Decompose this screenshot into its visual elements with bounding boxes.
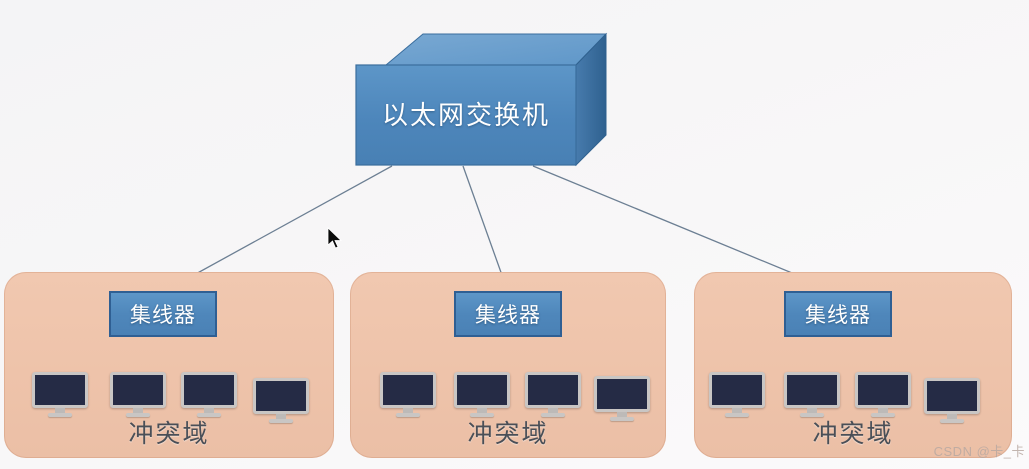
collision-domain-3-label: 冲突域 — [812, 420, 894, 448]
monitor-screen — [924, 378, 980, 414]
csdn-watermark: CSDN @卡_卡 — [933, 444, 1025, 459]
monitor-screen — [855, 372, 911, 408]
computer-icon-2-2[interactable] — [454, 372, 510, 420]
hub-node-3[interactable]: 集线器 — [784, 291, 892, 337]
collision-domain-1-label: 冲突域 — [128, 420, 210, 448]
monitor-screen — [110, 372, 166, 408]
switch-front-face — [355, 64, 577, 166]
ethernet-switch-node[interactable] — [348, 28, 614, 173]
monitor-base — [940, 419, 964, 423]
hub-node-2[interactable]: 集线器 — [454, 291, 562, 337]
monitor-neck — [403, 408, 413, 413]
monitor-screen — [454, 372, 510, 408]
mouse-cursor-icon — [327, 227, 342, 249]
monitor-base — [725, 413, 749, 417]
computer-icon-2-4[interactable] — [594, 376, 650, 424]
monitor-neck — [807, 408, 817, 413]
monitor-neck — [204, 408, 214, 413]
monitor-screen — [784, 372, 840, 408]
monitor-neck — [55, 408, 65, 413]
computer-icon-3-3[interactable] — [855, 372, 911, 420]
monitor-neck — [548, 408, 558, 413]
monitor-base — [541, 413, 565, 417]
hub-1-label: 集线器 — [130, 304, 196, 327]
computer-icon-1-1[interactable] — [32, 372, 88, 420]
monitor-neck — [133, 408, 143, 413]
collision-domain-1[interactable]: 冲突域 — [4, 272, 334, 458]
monitor-screen — [181, 372, 237, 408]
hub-2-label: 集线器 — [475, 304, 541, 327]
computer-icon-1-3[interactable] — [181, 372, 237, 420]
monitor-base — [610, 417, 634, 421]
monitor-screen — [253, 378, 309, 414]
computer-icon-3-2[interactable] — [784, 372, 840, 420]
monitor-neck — [617, 412, 627, 417]
hub-node-1[interactable]: 集线器 — [109, 291, 217, 337]
hub-3-label: 集线器 — [805, 304, 871, 327]
monitor-base — [871, 413, 895, 417]
monitor-base — [396, 413, 420, 417]
monitor-neck — [732, 408, 742, 413]
computer-icon-3-4[interactable] — [924, 378, 980, 426]
monitor-screen — [380, 372, 436, 408]
monitor-neck — [276, 414, 286, 419]
computer-icon-3-1[interactable] — [709, 372, 765, 420]
switch-top-face-shape — [384, 33, 608, 66]
computer-icon-1-2[interactable] — [110, 372, 166, 420]
monitor-base — [269, 419, 293, 423]
collision-domain-2-label: 冲突域 — [467, 420, 549, 448]
monitor-base — [197, 413, 221, 417]
monitor-base — [126, 413, 150, 417]
monitor-base — [470, 413, 494, 417]
ethernet-switch-label: 以太网交换机 — [381, 100, 550, 130]
monitor-neck — [947, 414, 957, 419]
computer-icon-1-4[interactable] — [253, 378, 309, 426]
monitor-screen — [709, 372, 765, 408]
monitor-screen — [32, 372, 88, 408]
computer-icon-2-1[interactable] — [380, 372, 436, 420]
monitor-neck — [878, 408, 888, 413]
monitor-neck — [477, 408, 487, 413]
monitor-base — [800, 413, 824, 417]
monitor-screen — [594, 376, 650, 412]
monitor-base — [48, 413, 72, 417]
monitor-screen — [525, 372, 581, 408]
computer-icon-2-3[interactable] — [525, 372, 581, 420]
